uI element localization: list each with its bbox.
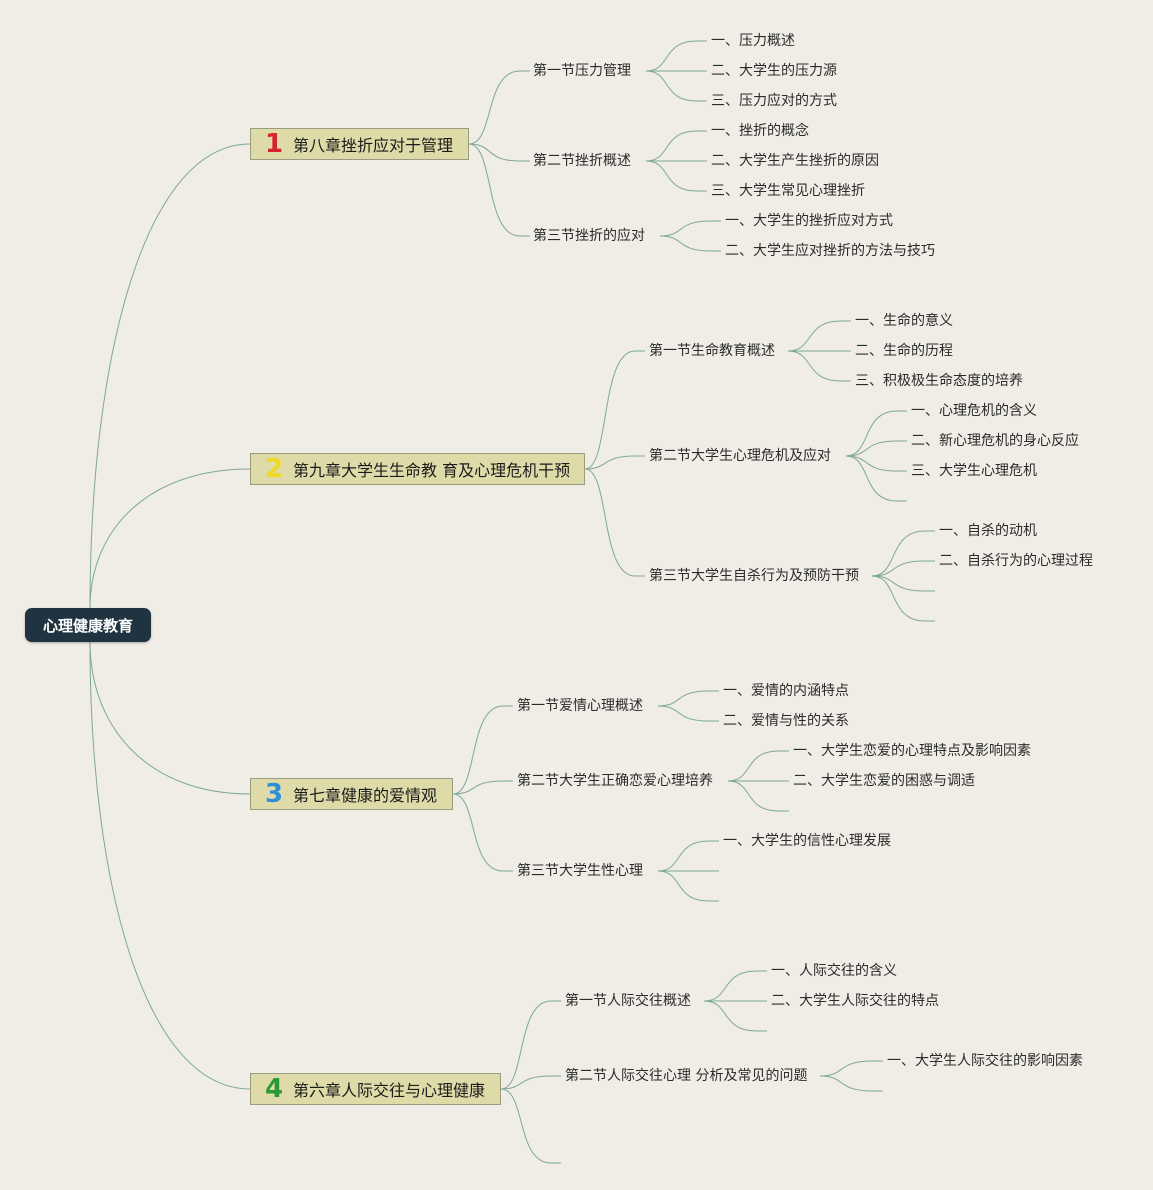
leaf-node[interactable]: 一、大学生人际交往的影响因素	[887, 1053, 1083, 1069]
leaf-node[interactable]: 二、大学生的压力源	[711, 63, 837, 79]
leaf-node[interactable]: 二、生命的历程	[855, 343, 953, 359]
connector-line	[584, 350, 636, 470]
leaf-node[interactable]: 三、积极极生命态度的培养	[855, 373, 1023, 389]
connector-line	[703, 1000, 758, 1032]
connector-line	[703, 970, 758, 1002]
connector-line	[845, 455, 898, 502]
chapter-title-2: 第九章大学生生命教 育及心理危机干预	[293, 461, 571, 480]
connector-line	[657, 705, 710, 722]
chapter-node-4[interactable]: 4 第六章人际交往与心理健康	[250, 1073, 501, 1105]
connector-line	[871, 575, 926, 622]
connector-line	[787, 320, 842, 352]
leaf-node[interactable]: 二、大学生恋爱的困惑与调适	[793, 773, 975, 789]
chapter-number-4: 4	[265, 1074, 284, 1104]
leaf-node[interactable]: 一、压力概述	[711, 33, 795, 49]
chapter-number-2: 2	[265, 454, 284, 484]
leaf-node[interactable]: 二、大学生应对挫折的方法与技巧	[725, 243, 935, 259]
connector-line	[727, 780, 780, 812]
connector-line	[659, 220, 712, 237]
connector-line	[657, 840, 710, 872]
section-node[interactable]: 第三节大学生自杀行为及预防干预	[649, 568, 859, 584]
chapter-title-1: 第八章挫折应对于管理	[293, 136, 454, 155]
leaf-node[interactable]: 一、生命的意义	[855, 313, 953, 329]
connector-line	[871, 560, 926, 577]
connector-line	[452, 705, 504, 795]
leaf-node[interactable]: 一、自杀的动机	[939, 523, 1037, 539]
connector-line	[871, 530, 926, 577]
connector-line	[500, 1075, 552, 1090]
chapter-title-4: 第六章人际交往与心理健康	[293, 1081, 486, 1100]
connector-line	[645, 70, 698, 102]
connector-line	[819, 1060, 874, 1077]
connector-line	[645, 40, 698, 72]
connector-line	[452, 780, 504, 795]
connector-line	[468, 143, 521, 162]
connector-line	[657, 870, 710, 902]
leaf-node[interactable]: 一、人际交往的含义	[771, 963, 897, 979]
leaf-node[interactable]: 二、大学生产生挫折的原因	[711, 153, 879, 169]
leaf-node[interactable]: 二、爱情与性的关系	[723, 713, 849, 729]
connector-line	[468, 70, 521, 145]
leaf-node[interactable]: 三、大学生心理危机	[911, 463, 1037, 479]
connector-line	[871, 575, 926, 592]
connector-line	[645, 160, 698, 192]
connector-line	[845, 455, 898, 472]
chapter-number-1: 1	[265, 129, 284, 159]
connector-line	[89, 641, 251, 795]
connector-line	[500, 1000, 552, 1090]
connector-line	[727, 750, 780, 782]
connector-line	[845, 410, 898, 457]
section-node[interactable]: 第二节人际交往心理 分析及常见的问题	[565, 1068, 808, 1084]
leaf-node[interactable]: 一、大学生的信性心理发展	[723, 833, 891, 849]
leaf-node[interactable]: 三、压力应对的方式	[711, 93, 837, 109]
root-node[interactable]: 心理健康教育	[25, 608, 151, 642]
leaf-node[interactable]: 二、大学生人际交往的特点	[771, 993, 939, 1009]
chapter-node-2[interactable]: 2 第九章大学生生命教 育及心理危机干预	[250, 453, 585, 485]
connector-line	[584, 455, 636, 470]
connector-line	[89, 468, 251, 609]
chapter-node-1[interactable]: 1 第八章挫折应对于管理	[250, 128, 469, 160]
connector-line	[500, 1088, 552, 1164]
leaf-node[interactable]: 一、大学生恋爱的心理特点及影响因素	[793, 743, 1031, 759]
connector-line	[468, 143, 521, 237]
connector-line	[89, 143, 251, 609]
section-node[interactable]: 第三节挫折的应对	[533, 228, 645, 244]
connector-line	[657, 690, 710, 707]
leaf-node[interactable]: 一、大学生的挫折应对方式	[725, 213, 893, 229]
leaf-node[interactable]: 三、大学生常见心理挫折	[711, 183, 865, 199]
chapter-title-3: 第七章健康的爱情观	[293, 786, 438, 805]
connector-line	[845, 440, 898, 457]
connector-line	[645, 130, 698, 162]
section-node[interactable]: 第二节挫折概述	[533, 153, 631, 169]
leaf-node[interactable]: 二、新心理危机的身心反应	[911, 433, 1079, 449]
section-node[interactable]: 第一节爱情心理概述	[517, 698, 643, 714]
leaf-node[interactable]: 一、爱情的内涵特点	[723, 683, 849, 699]
leaf-node[interactable]: 二、自杀行为的心理过程	[939, 553, 1093, 569]
section-node[interactable]: 第一节生命教育概述	[649, 343, 775, 359]
chapter-node-3[interactable]: 3 第七章健康的爱情观	[250, 778, 453, 810]
section-node[interactable]: 第二节大学生正确恋爱心理培养	[517, 773, 713, 789]
section-node[interactable]: 第三节大学生性心理	[517, 863, 643, 879]
connector-line	[819, 1075, 874, 1092]
section-node[interactable]: 第一节压力管理	[533, 63, 631, 79]
connector-line	[659, 235, 712, 252]
leaf-node[interactable]: 一、挫折的概念	[711, 123, 809, 139]
connector-line	[452, 793, 504, 872]
leaf-node[interactable]: 一、心理危机的含义	[911, 403, 1037, 419]
connector-line	[89, 641, 251, 1090]
section-node[interactable]: 第二节大学生心理危机及应对	[649, 448, 831, 464]
chapter-number-3: 3	[265, 779, 284, 809]
connector-line	[584, 468, 636, 577]
section-node[interactable]: 第一节人际交往概述	[565, 993, 691, 1009]
connector-line	[787, 350, 842, 382]
